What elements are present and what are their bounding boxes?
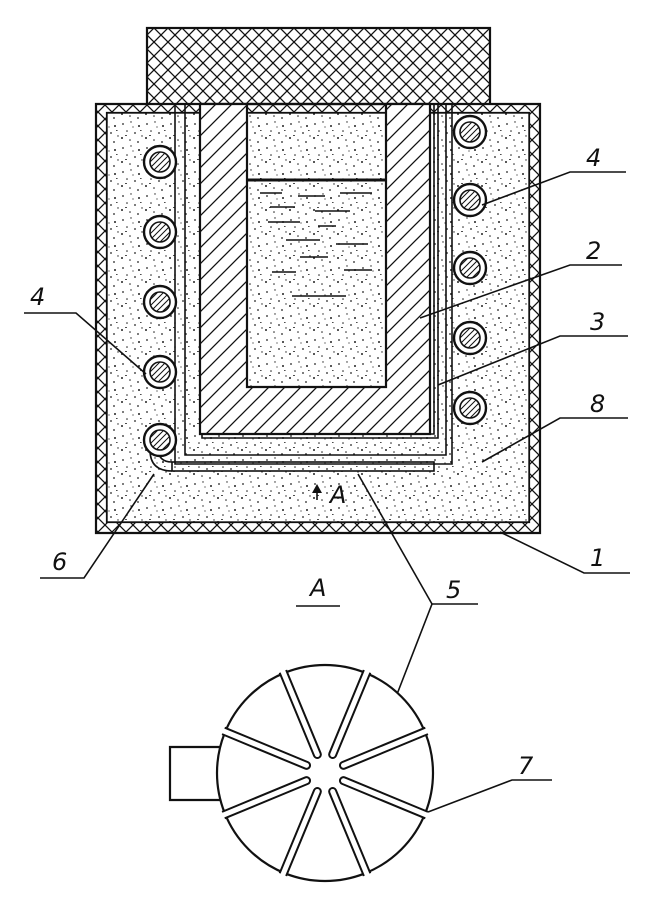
disc-body [215,663,435,883]
disc-slot [278,787,322,877]
label-2: 2 [586,237,601,265]
leader-5 [357,473,478,703]
section-arrow-label: A [328,481,346,509]
leader-6 [40,473,155,579]
disc-slot [278,669,322,759]
leader-4-left [24,312,147,375]
leader-4-right [481,171,626,206]
cooling-disc-section [171,461,435,472]
disc-slot [328,669,372,759]
label-4-left: 4 [30,283,45,311]
label-6: 6 [52,548,67,576]
disc-slot [328,787,372,877]
label-1: 1 [590,544,605,572]
disc-slot [221,776,311,820]
crucible [198,102,432,436]
cooling-disc [168,663,435,883]
label-5: 5 [446,576,461,604]
disc-slot [221,726,311,770]
section-arrow [312,484,322,500]
furnace-lid [145,26,492,108]
label-3: 3 [590,308,605,336]
section-view-label: A [308,574,326,602]
leader-3 [437,335,628,386]
leader-7 [427,779,552,813]
disc-slot [339,776,429,820]
inductor-coil-right [452,114,488,426]
inductor-coil-left [142,144,178,458]
label-8: 8 [590,390,605,418]
disc-slots [221,669,429,877]
disc-inlet-pipe [168,745,226,802]
label-4-right: 4 [586,144,601,172]
leader-1 [499,531,630,574]
disc-slot [339,726,429,770]
label-7: 7 [518,752,534,780]
leader-8 [481,417,628,463]
leader-2 [419,264,622,319]
molten-metal [247,178,386,297]
